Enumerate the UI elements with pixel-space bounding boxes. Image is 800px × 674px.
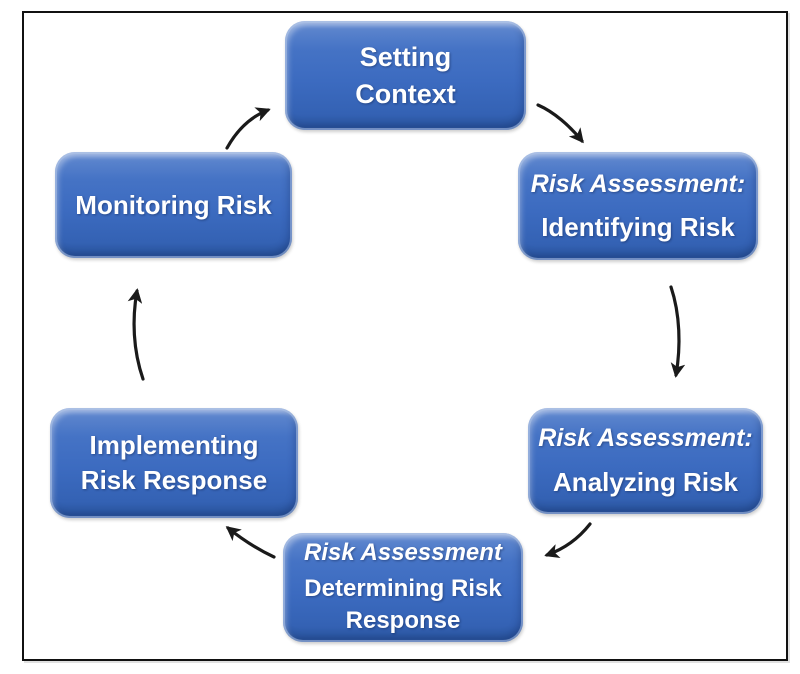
node-label: Monitoring Risk <box>75 189 272 220</box>
node-prefix: Risk Assessment: <box>530 169 746 198</box>
node-analyzing-risk: Risk Assessment: Analyzing Risk <box>528 408 763 514</box>
node-label: Identifying Risk <box>541 211 735 242</box>
node-monitoring-risk: Monitoring Risk <box>55 152 292 258</box>
node-implementing-risk-response: Implementing Risk Response <box>50 408 298 518</box>
node-prefix: Risk Assessment: <box>538 424 753 452</box>
node-label: Determining Risk Response <box>304 574 502 634</box>
node-label: Analyzing Risk <box>553 467 738 497</box>
outer-border-frame <box>22 11 788 661</box>
node-setting-context: Setting Context <box>285 21 526 130</box>
node-identifying-risk: Risk Assessment: Identifying Risk <box>518 152 758 260</box>
node-label: Setting Context <box>355 41 456 109</box>
node-label: Implementing Risk Response <box>80 430 268 495</box>
node-determining-risk-response: Risk Assessment Determining Risk Respons… <box>283 533 523 642</box>
node-prefix: Risk Assessment <box>304 538 502 566</box>
